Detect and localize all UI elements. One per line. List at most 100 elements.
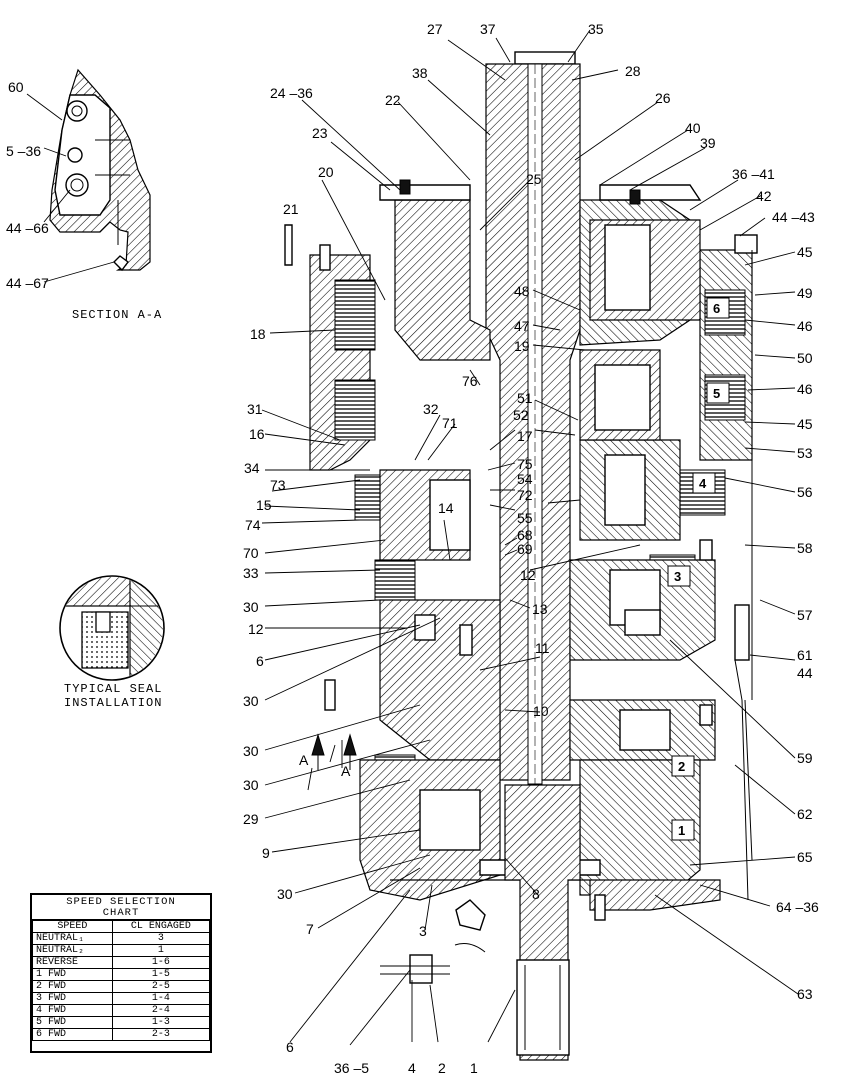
seal-caption-line-2: INSTALLATION bbox=[64, 696, 162, 710]
clutch-badge-6: 6 bbox=[713, 301, 720, 316]
callout-29: 29 bbox=[243, 811, 259, 827]
callout-19: 19 bbox=[514, 338, 530, 354]
speed-cell: 3 FWD bbox=[32, 992, 113, 1005]
callout-3: 3 bbox=[419, 923, 427, 939]
callout-17: 17 bbox=[517, 428, 533, 444]
callout-73: 73 bbox=[270, 477, 286, 493]
clutch-cell: 1-5 bbox=[111, 968, 211, 981]
seal-caption-line-1: TYPICAL SEAL bbox=[64, 682, 162, 696]
clutch-badges: 6 5 4 3 2 1 bbox=[667, 297, 730, 841]
callout-60: 60 bbox=[8, 79, 24, 95]
callout-47: 47 bbox=[514, 318, 530, 334]
section-markers bbox=[311, 733, 357, 770]
callout-30-c: 30 bbox=[243, 743, 259, 759]
callout-50: 50 bbox=[797, 350, 813, 366]
callout-59: 59 bbox=[797, 750, 813, 766]
callout-30-d: 30 bbox=[243, 777, 259, 793]
callout-39: 39 bbox=[700, 135, 716, 151]
callout-44: 44 bbox=[797, 665, 813, 681]
callout-69: 69 bbox=[517, 541, 533, 557]
section-marker-a-2: A bbox=[341, 763, 351, 779]
callout-26: 26 bbox=[655, 90, 671, 106]
callout-45-bottom: 45 bbox=[797, 416, 813, 432]
callout-49: 49 bbox=[797, 285, 813, 301]
callout-5-36: 5 –36 bbox=[6, 143, 41, 159]
clutch-badge-5: 5 bbox=[713, 386, 720, 401]
column-speed: SPEED bbox=[32, 920, 113, 933]
callout-53: 53 bbox=[797, 445, 813, 461]
callout-75: 75 bbox=[517, 456, 533, 472]
callout-30-a: 30 bbox=[243, 599, 259, 615]
callout-30-e: 30 bbox=[277, 886, 293, 902]
callout-58: 58 bbox=[797, 540, 813, 556]
callout-1: 1 bbox=[470, 1060, 478, 1076]
callout-32: 32 bbox=[423, 401, 439, 417]
callout-37: 37 bbox=[480, 21, 496, 37]
callout-2: 2 bbox=[438, 1060, 446, 1076]
callout-52: 52 bbox=[513, 407, 529, 423]
callout-45-top: 45 bbox=[797, 244, 813, 260]
callout-23: 23 bbox=[312, 125, 328, 141]
callout-44-66: 44 –66 bbox=[6, 220, 49, 236]
clutch-cell: 1 bbox=[111, 944, 211, 957]
callout-14: 14 bbox=[438, 500, 454, 516]
clutch-badge-4: 4 bbox=[699, 476, 707, 491]
callout-7: 7 bbox=[306, 921, 314, 937]
callout-30-b: 30 bbox=[243, 693, 259, 709]
column-cl-engaged: CL ENGAGED bbox=[111, 920, 211, 933]
clutch-cell: 1-4 bbox=[111, 992, 211, 1005]
speed-cell: NEUTRAL₁ bbox=[32, 932, 113, 945]
callout-42: 42 bbox=[756, 188, 772, 204]
callout-76: 76 bbox=[462, 373, 478, 389]
callout-11: 11 bbox=[535, 640, 550, 656]
callout-13: 13 bbox=[532, 601, 548, 617]
callout-55: 55 bbox=[517, 510, 533, 526]
callout-8: 8 bbox=[532, 886, 540, 902]
callout-51: 51 bbox=[517, 390, 533, 406]
chart-title-line-2: CHART bbox=[102, 907, 140, 919]
callout-18: 18 bbox=[250, 326, 266, 342]
callout-61: 61 bbox=[797, 647, 813, 663]
callout-44-67: 44 –67 bbox=[6, 275, 49, 291]
callout-25: 25 bbox=[526, 171, 542, 187]
clutch-badge-3: 3 bbox=[674, 569, 681, 584]
callout-34: 34 bbox=[244, 460, 260, 476]
callout-20: 20 bbox=[318, 164, 334, 180]
speed-cell: 5 FWD bbox=[32, 1016, 113, 1029]
chart-title: SPEED SELECTION CHART bbox=[32, 895, 210, 920]
callout-57: 57 bbox=[797, 607, 813, 623]
clutch-cell: 3 bbox=[111, 932, 211, 945]
callout-9: 9 bbox=[262, 845, 270, 861]
callout-44-43: 44 –43 bbox=[772, 209, 815, 225]
leader-lines bbox=[26, 29, 799, 1046]
transmission-assembly bbox=[284, 51, 758, 1061]
speed-cell: 6 FWD bbox=[32, 1028, 113, 1041]
clutch-cell: 1-3 bbox=[111, 1016, 211, 1029]
chart-title-line-1: SPEED SELECTION bbox=[66, 896, 176, 908]
speed-cell: REVERSE bbox=[32, 956, 113, 969]
callout-36-5: 36 –5 bbox=[334, 1060, 369, 1076]
callout-21: 21 bbox=[283, 201, 299, 217]
clutch-cell: 2-3 bbox=[111, 1028, 211, 1041]
section-a-a-caption: SECTION A-A bbox=[72, 308, 162, 322]
clutch-badge-1: 1 bbox=[678, 823, 685, 838]
speed-cell: NEUTRAL₂ bbox=[32, 944, 113, 957]
callout-46-bottom: 46 bbox=[797, 381, 813, 397]
callout-64-36: 64 –36 bbox=[776, 899, 819, 915]
speed-table-header: SPEED CL ENGAGED bbox=[32, 920, 211, 933]
callout-10: 10 bbox=[533, 703, 549, 719]
callout-71: 71 bbox=[442, 415, 458, 431]
clutch-cell: 2-4 bbox=[111, 1004, 211, 1017]
callout-48: 48 bbox=[514, 283, 530, 299]
callout-72: 72 bbox=[517, 487, 533, 503]
callout-38: 38 bbox=[412, 65, 428, 81]
callout-65: 65 bbox=[797, 849, 813, 865]
